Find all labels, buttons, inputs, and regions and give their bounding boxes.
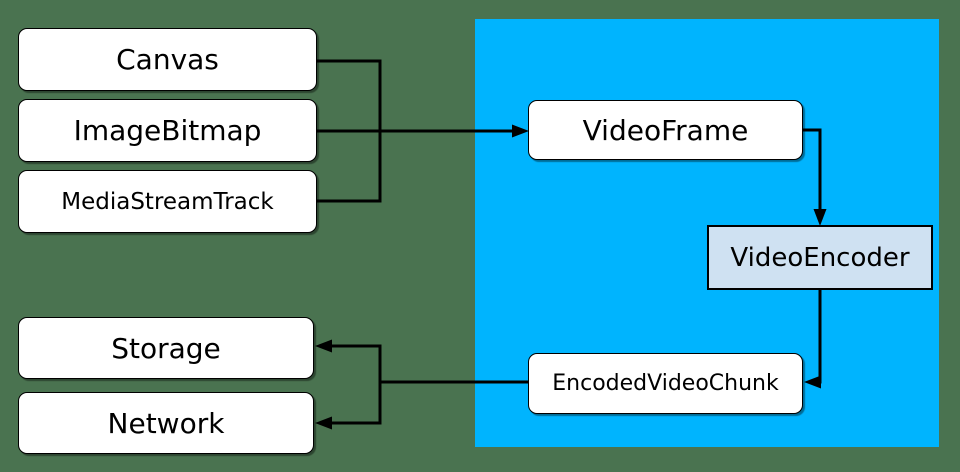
node-imagebitmap-label: ImageBitmap (73, 114, 262, 147)
node-encodedvideochunk-label: EncodedVideoChunk (552, 371, 779, 396)
node-encodedvideochunk: EncodedVideoChunk (528, 353, 803, 414)
node-imagebitmap: ImageBitmap (18, 99, 317, 162)
node-videoframe-label: VideoFrame (582, 113, 749, 147)
node-network: Network (18, 392, 314, 454)
node-mediastreamtrack: MediaStreamTrack (18, 170, 317, 233)
node-videoframe: VideoFrame (528, 100, 803, 160)
node-videoencoder-label: VideoEncoder (730, 242, 910, 273)
node-mediastreamtrack-label: MediaStreamTrack (61, 188, 274, 215)
node-network-label: Network (107, 406, 225, 440)
arrowhead-into-network (315, 416, 332, 430)
node-canvas-label: Canvas (116, 43, 219, 76)
arrowhead-into-storage (315, 339, 332, 353)
node-videoencoder: VideoEncoder (707, 225, 933, 290)
node-storage-label: Storage (111, 331, 221, 365)
node-storage: Storage (18, 317, 314, 379)
node-canvas: Canvas (18, 28, 317, 91)
